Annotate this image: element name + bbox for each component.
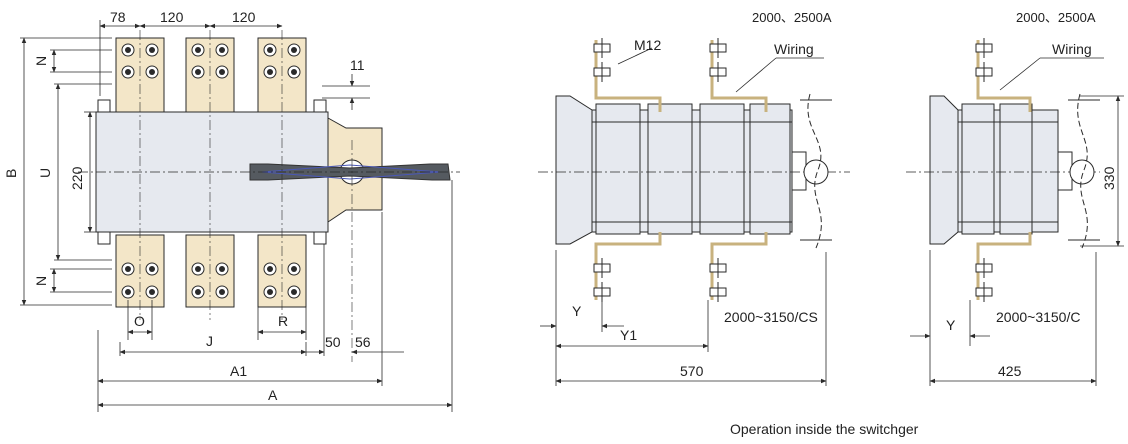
bolt-icon-core bbox=[149, 289, 155, 295]
side1-dim-570: 570 bbox=[680, 363, 704, 379]
dim-220: 220 bbox=[69, 166, 85, 190]
side2-variant-label: 2000~3150/C bbox=[996, 309, 1080, 325]
side1-rating: 2000、2500A bbox=[752, 10, 832, 25]
bolt-icon-core bbox=[125, 266, 131, 272]
bolt-icon-core bbox=[125, 47, 131, 53]
side2-bolts bbox=[975, 38, 993, 302]
bolt-icon-core bbox=[267, 47, 273, 53]
side2-rating: 2000、2500A bbox=[1016, 10, 1096, 25]
side2-dim-330: 330 bbox=[1101, 166, 1117, 190]
side1-dim-y: Y bbox=[572, 303, 582, 319]
side-bolt-icon bbox=[593, 62, 611, 82]
bolt-icon-core bbox=[291, 69, 297, 75]
bolt-icon-core bbox=[219, 289, 225, 295]
dim-a: A bbox=[268, 387, 278, 403]
dim-a1: A1 bbox=[230, 363, 247, 379]
side-bolt-icon bbox=[709, 258, 727, 278]
side2-wiring-label: Wiring bbox=[1052, 41, 1092, 57]
dim-b: B bbox=[3, 169, 19, 178]
dim-n-top: N bbox=[33, 56, 49, 66]
terminal-bolts bbox=[121, 43, 301, 299]
side-bolt-icon bbox=[593, 38, 611, 58]
side1-variant-label: 2000~3150/CS bbox=[724, 309, 818, 325]
dim-50: 50 bbox=[325, 334, 341, 350]
bolt-icon-core bbox=[195, 47, 201, 53]
dim-120-second: 120 bbox=[232, 9, 256, 25]
bolt-icon-core bbox=[219, 69, 225, 75]
bolt-icon-core bbox=[125, 289, 131, 295]
side1-bolts bbox=[593, 38, 727, 302]
dim-56: 56 bbox=[355, 334, 371, 350]
dim-78: 78 bbox=[110, 9, 126, 25]
dim-r: R bbox=[278, 313, 288, 329]
side-bolt-icon bbox=[593, 258, 611, 278]
bolt-icon-core bbox=[267, 289, 273, 295]
bolt-icon-core bbox=[291, 266, 297, 272]
bolt-icon-core bbox=[267, 266, 273, 272]
dim-11: 11 bbox=[350, 57, 365, 73]
side-bolt-icon bbox=[709, 62, 727, 82]
side-view-1 bbox=[538, 40, 850, 300]
bolt-icon-core bbox=[267, 69, 273, 75]
side-bolt-icon bbox=[975, 62, 993, 82]
caption: Operation inside the switchger bbox=[730, 421, 919, 437]
side-bolt-icon bbox=[593, 282, 611, 302]
dim-u: U bbox=[37, 168, 53, 178]
dim-120-first: 120 bbox=[160, 9, 184, 25]
side1-wiring-label: Wiring bbox=[774, 41, 814, 57]
side-bolt-icon bbox=[975, 282, 993, 302]
dim-j: J bbox=[206, 333, 213, 349]
side1-dimensions bbox=[540, 47, 827, 386]
bolt-icon-core bbox=[195, 69, 201, 75]
bolt-icon-core bbox=[195, 289, 201, 295]
side-bolt-icon bbox=[709, 38, 727, 58]
bolt-icon-core bbox=[219, 47, 225, 53]
side2-dim-425: 425 bbox=[998, 363, 1022, 379]
bolt-icon-core bbox=[291, 47, 297, 53]
side1-dim-y1: Y1 bbox=[620, 327, 637, 343]
side2-dimensions bbox=[910, 57, 1124, 386]
side-view-2 bbox=[906, 40, 1100, 300]
bolt-icon-core bbox=[291, 289, 297, 295]
side2-dim-y: Y bbox=[946, 317, 956, 333]
bolt-icon-core bbox=[149, 266, 155, 272]
front-dimensions bbox=[20, 20, 453, 412]
bolt-icon-core bbox=[125, 69, 131, 75]
dim-o: O bbox=[134, 313, 145, 329]
bolt-icon-core bbox=[219, 266, 225, 272]
bolt-icon-core bbox=[149, 69, 155, 75]
side1-bolt-label: M12 bbox=[634, 37, 661, 53]
bolt-icon-core bbox=[149, 47, 155, 53]
side-bolt-icon bbox=[975, 258, 993, 278]
side-bolt-icon bbox=[709, 282, 727, 302]
side-bolt-icon bbox=[975, 38, 993, 58]
dim-n-bottom: N bbox=[33, 276, 49, 286]
bolt-icon-core bbox=[195, 266, 201, 272]
